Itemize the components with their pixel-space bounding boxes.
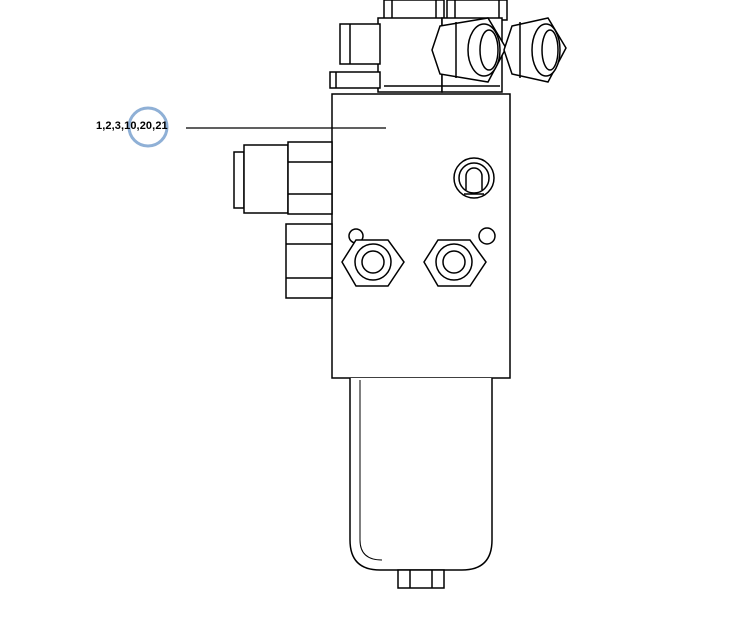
part-ref-1-2-3[interactable]: 1,2,3 [96,120,121,132]
front-port-left [341,228,405,287]
drain-plug [397,569,445,589]
top-fitting-stems [383,0,508,21]
part-ref-21[interactable]: 21 [155,120,168,132]
part-ref-10-20[interactable]: 10,20 [124,120,153,132]
left-top-plug [329,23,381,89]
left-lower-fitting [285,223,333,299]
left-upper-fitting [233,141,333,215]
callout-label: 1,2,3,10,20,21 [96,120,168,132]
indicator-port [453,157,495,199]
top-hex-nut-2 [503,17,567,83]
top-hex-nut-1 [431,17,507,83]
callout-separator: , [152,120,156,132]
callout-highlight-ring [127,106,169,148]
front-port-right [423,227,496,287]
callout-separator: , [120,120,125,132]
filter-bowl [349,378,493,571]
